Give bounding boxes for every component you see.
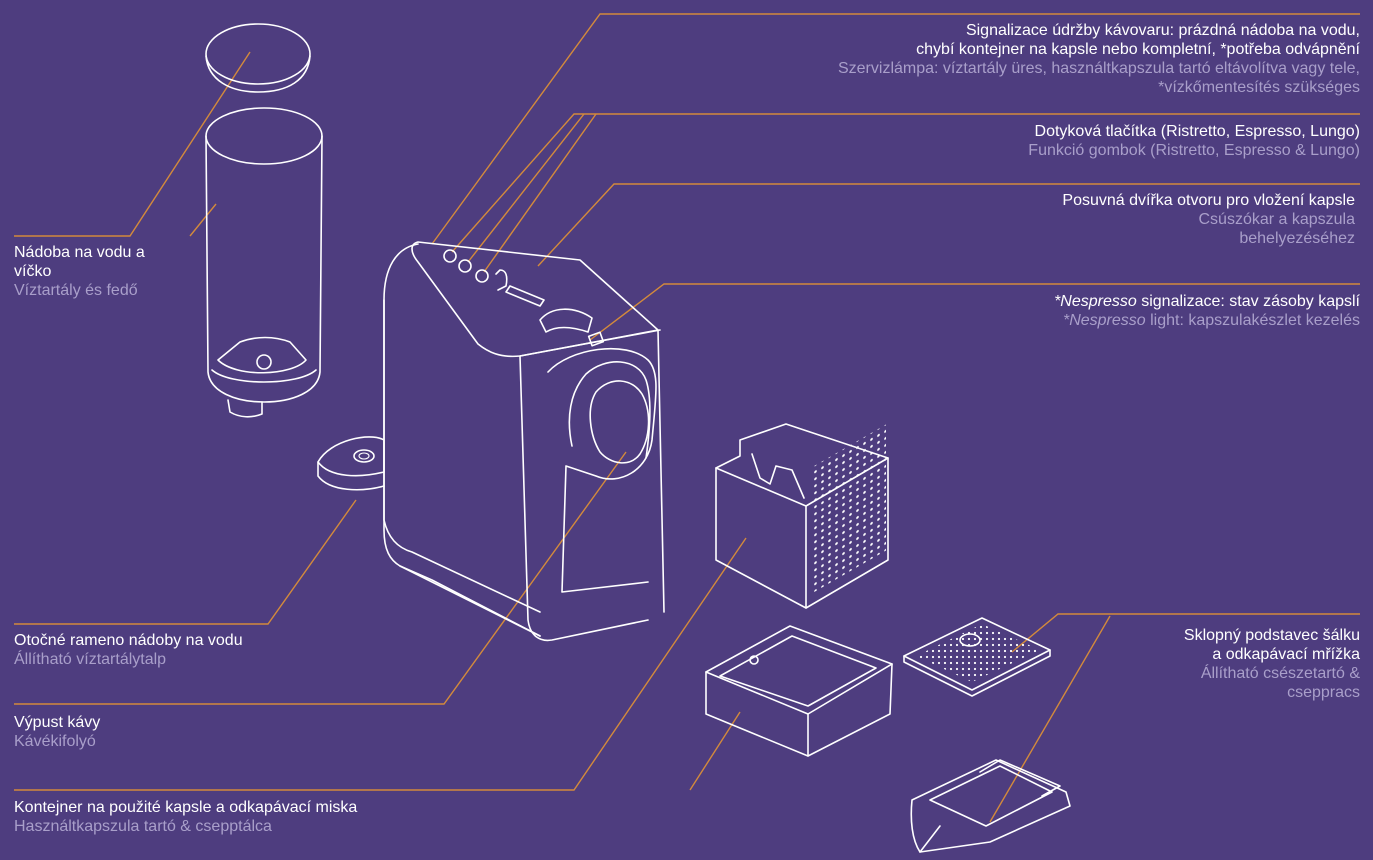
leader-outlet bbox=[14, 451, 627, 705]
label-outlet-hu: Kávékifolyó bbox=[14, 733, 96, 750]
label-capsule-container: Kontejner na použité kapsle a odkapávací… bbox=[14, 798, 357, 836]
leader-container-1 bbox=[14, 537, 747, 791]
label-nespresso-signal: *Nespresso signalizace: stav zásoby kaps… bbox=[1054, 292, 1360, 330]
label-nespresso-cz-rest: signalizace: stav zásoby kapslí bbox=[1136, 293, 1360, 310]
machine-body bbox=[383, 241, 665, 642]
leader-button-3 bbox=[483, 113, 597, 273]
label-arm-cz: Otočné rameno nádoby na vodu bbox=[14, 632, 243, 649]
label-container-cz: Kontejner na použité kapsle a odkapávací… bbox=[14, 799, 358, 816]
water-tank bbox=[205, 107, 323, 418]
label-cup-cz-2: a odkapávací mřížka bbox=[1212, 646, 1360, 663]
label-cup-support: Sklopný podstavec šálku a odkapávací mří… bbox=[1184, 626, 1360, 702]
label-coffee-outlet: Výpust kávy Kávékifolyó bbox=[14, 713, 100, 751]
label-cup-hu-2: cseppracs bbox=[1287, 684, 1360, 701]
swivel-arm bbox=[317, 436, 385, 491]
label-water-tank: Nádoba na vodu a víčko Víztartály és fed… bbox=[14, 243, 145, 300]
leader-button-1 bbox=[451, 113, 1360, 253]
leader-door bbox=[537, 183, 1360, 267]
leader-water-tank bbox=[14, 51, 251, 237]
label-swivel-arm: Otočné rameno nádoby na vodu Állítható v… bbox=[14, 631, 243, 669]
label-touch-buttons: Dotyková tlačítka (Ristretto, Espresso, … bbox=[1028, 122, 1360, 160]
label-maintenance-cz-1: Signalizace údržby kávovaru: prázdná nád… bbox=[965, 22, 1360, 39]
leader-water-tank-2 bbox=[189, 203, 217, 237]
label-maintenance-cz-2: chybí kontejner na kapsle nebo kompletní… bbox=[916, 41, 1360, 58]
label-door-cz: Posuvná dvířka otvoru pro vložení kapsle bbox=[1062, 192, 1355, 209]
label-maintenance-hu-2: *vízkőmentesítés szükséges bbox=[1158, 79, 1360, 96]
cup-support bbox=[910, 759, 1071, 853]
label-nespresso-hu-brand: *Nespresso bbox=[1062, 312, 1146, 329]
label-cup-hu-1: Állítható csészetartó & bbox=[1200, 665, 1360, 682]
leader-swivel-arm bbox=[14, 499, 357, 625]
label-outlet-cz: Výpust kávy bbox=[14, 714, 101, 731]
label-cup-cz-1: Sklopný podstavec šálku bbox=[1183, 627, 1360, 644]
label-arm-hu: Állítható víztartálytalp bbox=[14, 651, 167, 668]
label-door-hu-2: behelyezéséhez bbox=[1239, 230, 1355, 247]
drip-grid bbox=[903, 617, 1051, 697]
label-maintenance-signal: Signalizace údržby kávovaru: prázdná nád… bbox=[838, 21, 1360, 97]
label-tank-cz-2: víčko bbox=[14, 263, 52, 280]
water-tank-lid bbox=[205, 23, 311, 93]
label-container-hu: Használtkapszula tartó & csepptálca bbox=[14, 818, 272, 835]
drip-tray bbox=[705, 625, 893, 757]
label-nespresso-cz: *Nespresso signalizace: stav zásoby kaps… bbox=[1054, 292, 1360, 311]
leader-button-2 bbox=[467, 113, 585, 263]
leader-cup-2 bbox=[989, 615, 1111, 823]
label-door-hu-1: Csúszókar a kapszula bbox=[1198, 211, 1355, 228]
capsule-container bbox=[715, 423, 889, 609]
leader-container-2 bbox=[689, 711, 741, 791]
label-maintenance-hu-1: Szervizlámpa: víztartály üres, használtk… bbox=[837, 60, 1360, 77]
label-buttons-hu: Funkció gombok (Ristretto, Espresso & Lu… bbox=[1028, 142, 1360, 159]
label-nespresso-hu-rest: light: kapszulakészlet kezelés bbox=[1145, 312, 1360, 329]
label-buttons-cz: Dotyková tlačítka (Ristretto, Espresso, … bbox=[1034, 123, 1360, 140]
label-tank-hu: Víztartály és fedő bbox=[14, 282, 138, 299]
label-nespresso-hu: *Nespresso light: kapszulakészlet kezelé… bbox=[1054, 311, 1360, 330]
leader-maintenance bbox=[431, 13, 1360, 245]
label-sliding-door: Posuvná dvířka otvoru pro vložení kapsle… bbox=[1062, 191, 1355, 248]
leader-nespresso bbox=[589, 283, 1360, 341]
label-tank-cz-1: Nádoba na vodu a bbox=[14, 244, 145, 261]
label-nespresso-cz-brand: *Nespresso bbox=[1054, 293, 1137, 310]
